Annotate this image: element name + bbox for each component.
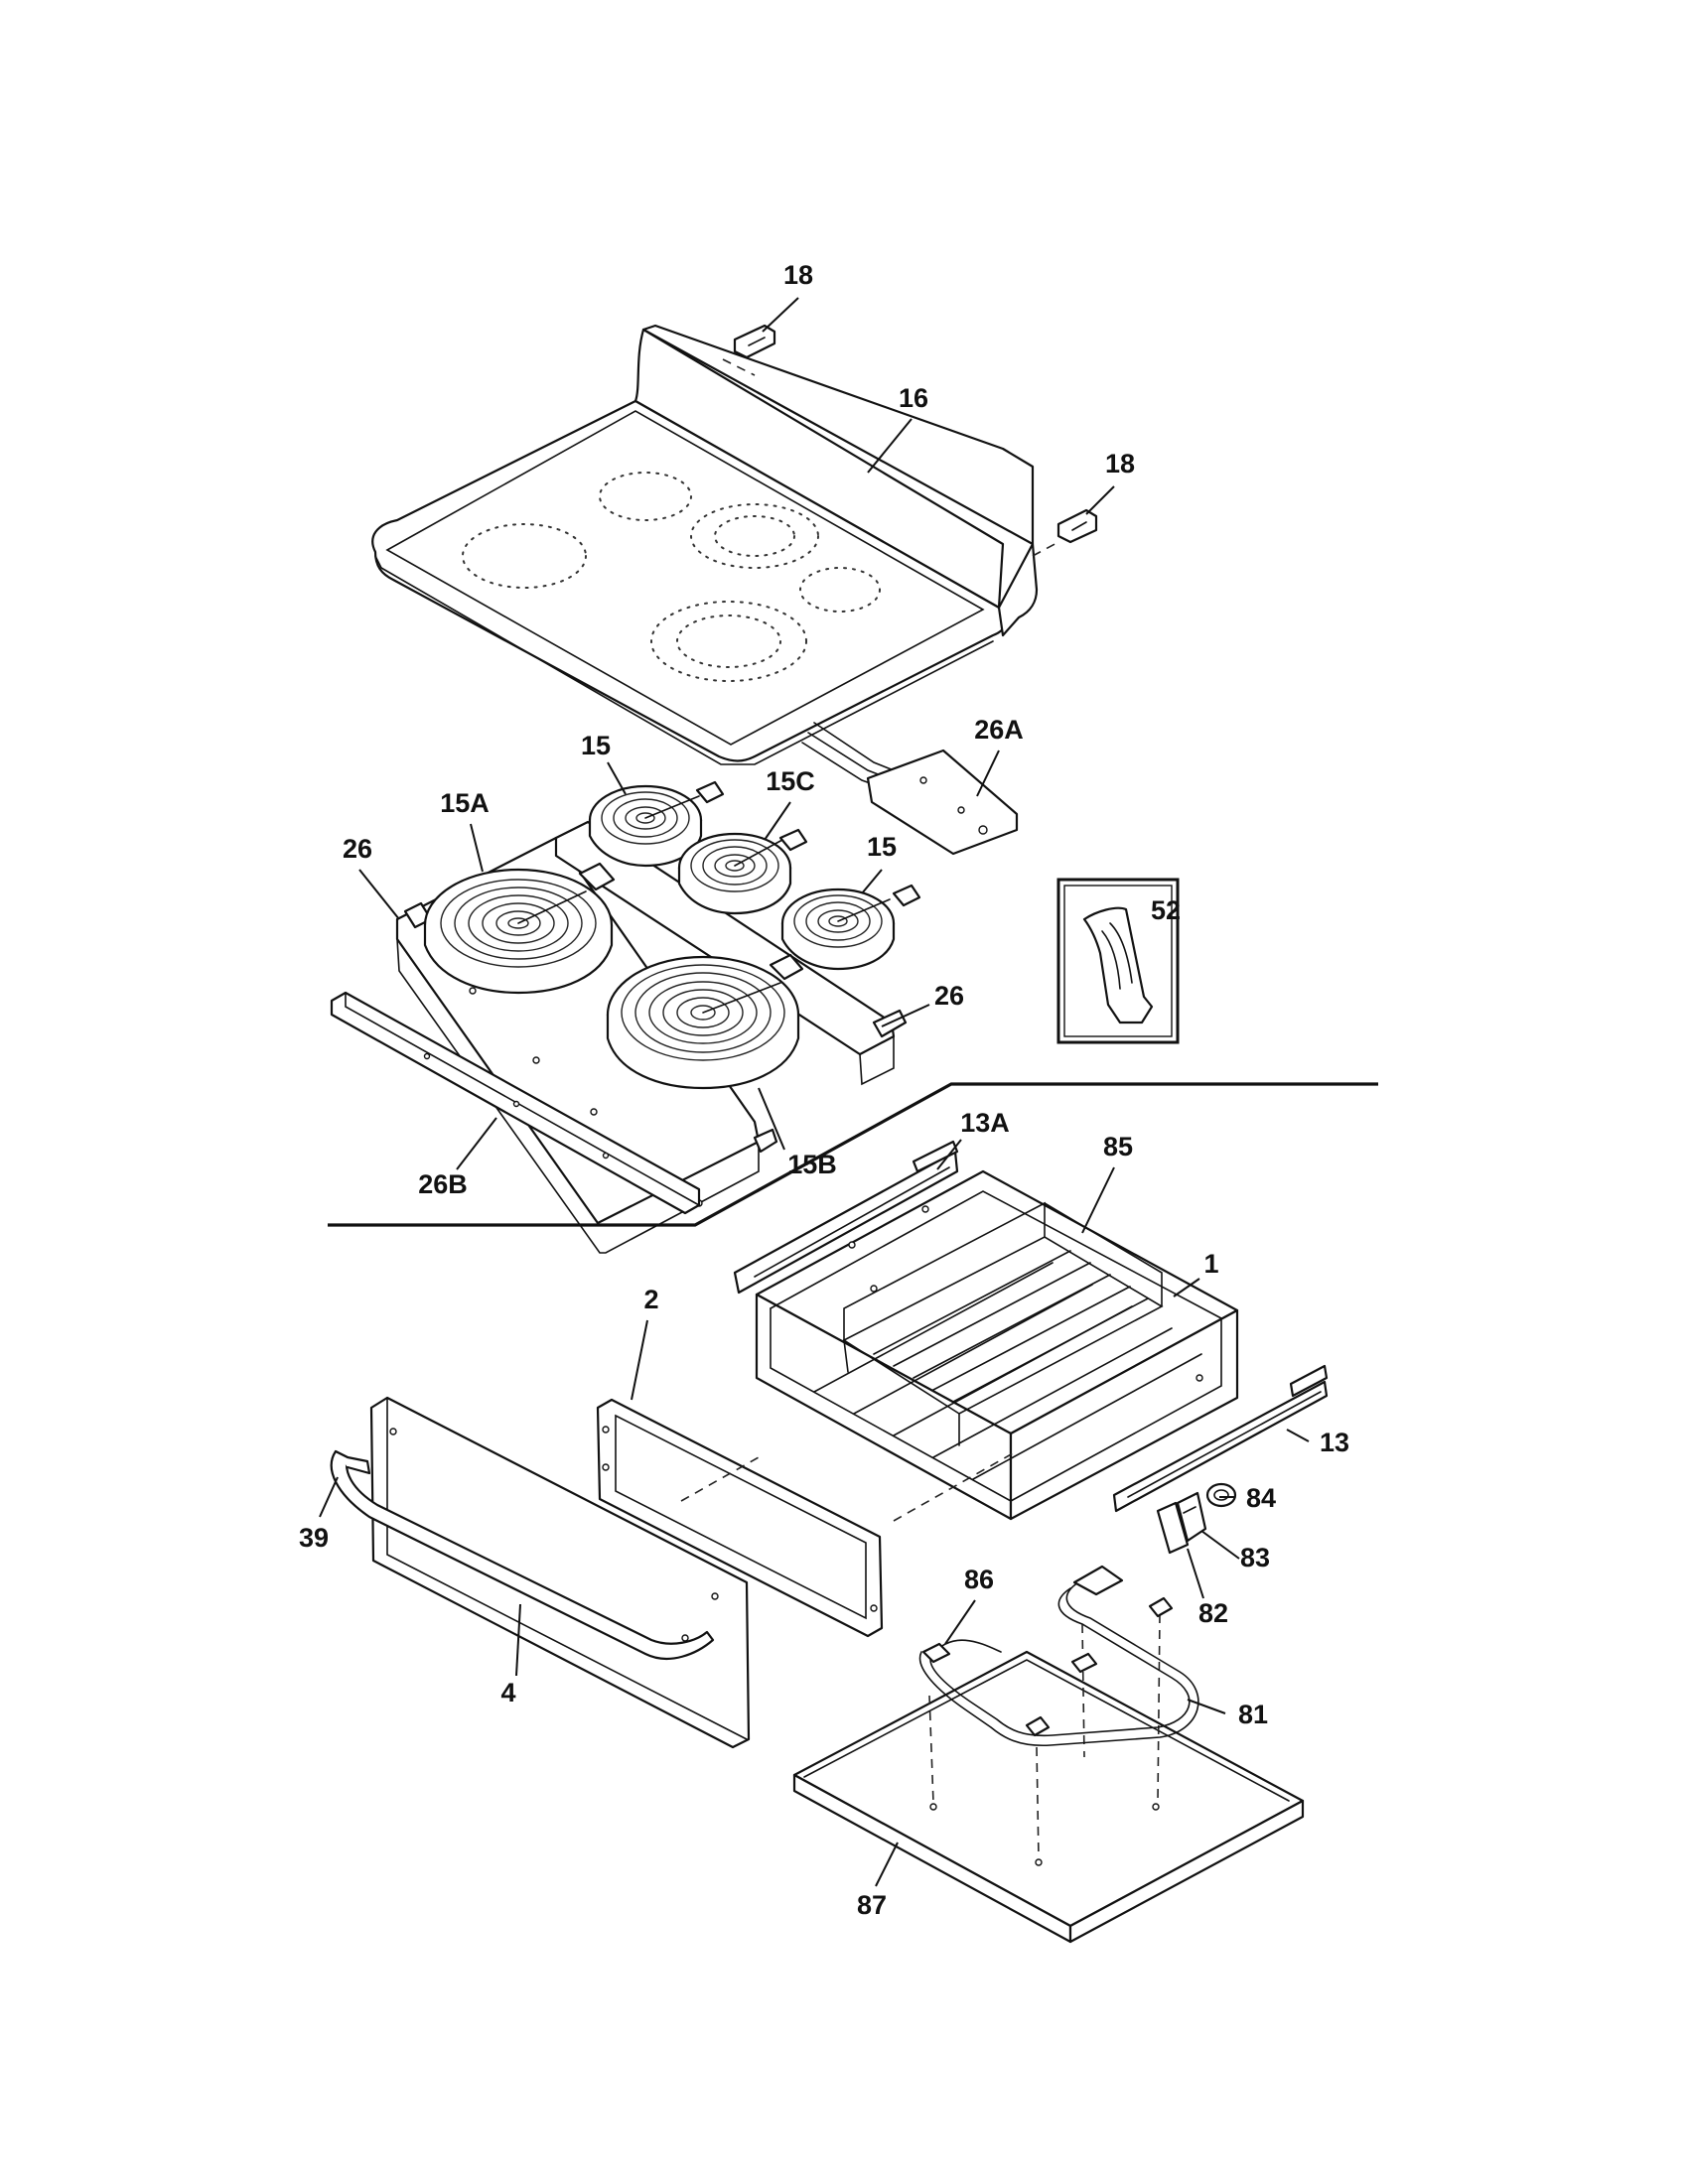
drawer-front-panel[interactable] (369, 1396, 751, 1749)
drawer-slide-left[interactable] (733, 1140, 959, 1295)
lamp-socket[interactable] (1205, 1482, 1237, 1508)
terminal-block-harness[interactable] (801, 722, 1019, 856)
callout-13: 13 (1320, 1428, 1349, 1457)
callout-52: 52 (1151, 895, 1181, 925)
section-divider-line (328, 1082, 1378, 1227)
callout-4: 4 (500, 1678, 515, 1707)
callout-15b: 15B (787, 1150, 837, 1179)
callout-26a: 26A (974, 715, 1024, 745)
callout-86: 86 (964, 1565, 994, 1594)
callout-26b: 26B (418, 1169, 468, 1199)
lamp-bracket[interactable] (1176, 1491, 1207, 1543)
callout-labels: 18 16 18 26A 15 15C 15A 26 15 52 26 15B … (299, 260, 1349, 1920)
callout-18-top: 18 (783, 260, 813, 290)
surface-element-small-back[interactable] (588, 780, 725, 868)
drawer-inner-panel[interactable] (596, 1398, 884, 1638)
leader-lines (319, 297, 1310, 1887)
element-clip[interactable] (921, 1596, 1174, 1737)
drawer-body[interactable] (755, 1169, 1239, 1521)
drawer-slide-right[interactable] (1112, 1364, 1329, 1513)
callout-15-back: 15 (581, 731, 611, 760)
callout-26-right: 26 (934, 981, 964, 1011)
callout-15-right: 15 (867, 832, 897, 862)
knob-insert-part[interactable] (1082, 906, 1154, 1024)
drawer-handle[interactable] (330, 1449, 715, 1660)
cooktop-glass-top[interactable] (371, 324, 1039, 765)
assembly-line-drawer (680, 1452, 1014, 1522)
mounting-clip-left[interactable] (722, 324, 776, 376)
surface-element-large-left[interactable] (423, 862, 616, 995)
callout-18-right: 18 (1105, 449, 1135, 478)
lamp-switch[interactable] (1156, 1501, 1190, 1555)
surface-element-large-front[interactable] (606, 953, 804, 1090)
callout-1: 1 (1203, 1249, 1218, 1279)
callout-85: 85 (1103, 1132, 1133, 1161)
surface-element-small-right[interactable] (780, 884, 921, 971)
callout-13a: 13A (960, 1108, 1010, 1138)
element-support-rail[interactable] (330, 991, 701, 1215)
drawer-rack[interactable] (842, 1201, 1164, 1446)
bake-element[interactable] (918, 1565, 1199, 1747)
callout-81: 81 (1238, 1700, 1268, 1729)
callout-84: 84 (1246, 1483, 1276, 1513)
callout-87: 87 (857, 1890, 887, 1920)
callout-39: 39 (299, 1523, 329, 1553)
callout-83: 83 (1240, 1543, 1270, 1572)
callout-2: 2 (643, 1285, 658, 1314)
callout-15a: 15A (440, 788, 490, 818)
drawer-bottom-pan[interactable] (792, 1650, 1305, 1944)
callout-82: 82 (1198, 1598, 1228, 1628)
callout-15c: 15C (766, 766, 815, 796)
surface-element-center[interactable] (677, 828, 808, 915)
assembly-line-pan (928, 1613, 1161, 1859)
callout-16: 16 (899, 383, 928, 413)
mounting-clip-right[interactable] (1032, 508, 1098, 557)
callout-26-left: 26 (343, 834, 372, 864)
